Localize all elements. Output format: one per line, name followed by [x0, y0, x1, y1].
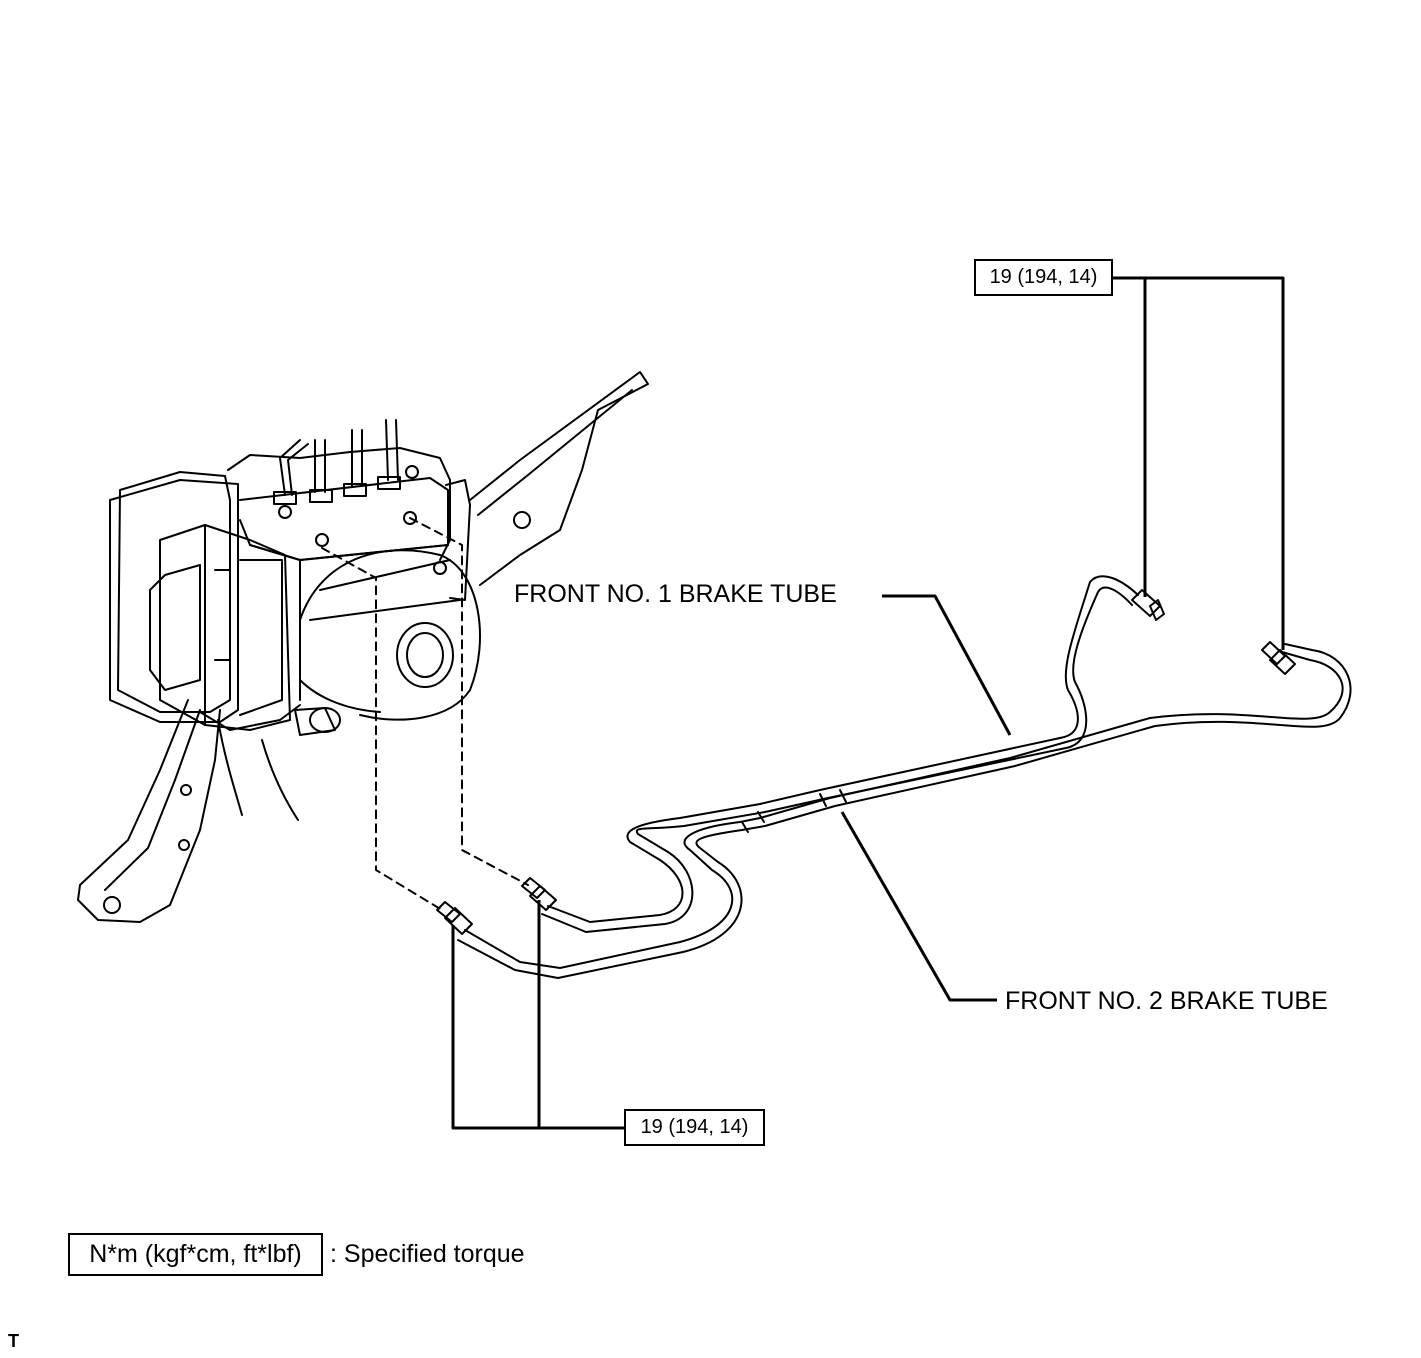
legend-text: : Specified torque [330, 1240, 525, 1268]
abs-actuator [109, 419, 481, 736]
legend-unit-box: N*m (kgf*cm, ft*lbf) [68, 1233, 323, 1276]
flare-nuts [436, 589, 1296, 935]
front-no1-brake-tube-label: FRONT NO. 1 BRAKE TUBE [514, 580, 837, 608]
connection-dashes [321, 517, 529, 911]
tube-sleeves [741, 789, 847, 833]
torque-spec-box-bottom: 19 (194, 14) [624, 1109, 765, 1146]
torque-spec-box-top: 19 (194, 14) [974, 259, 1113, 296]
front-no1-brake-tube [457, 643, 1352, 979]
leader-lines [451, 276, 1285, 1130]
front-no2-brake-tube [541, 575, 1139, 933]
corner-mark: T [8, 1331, 19, 1351]
mounting-bracket [77, 371, 649, 923]
front-no2-brake-tube-label: FRONT NO. 2 BRAKE TUBE [1005, 987, 1328, 1015]
